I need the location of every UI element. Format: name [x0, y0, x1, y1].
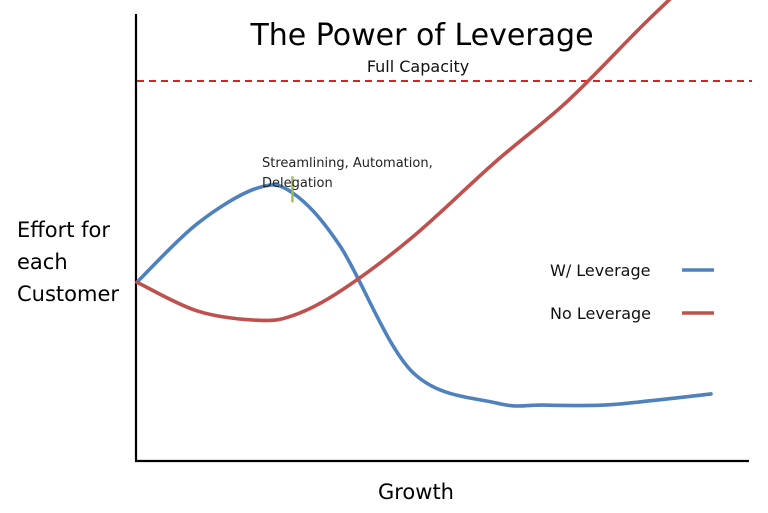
- full-capacity-label: Full Capacity: [367, 57, 469, 76]
- y-axis-label-line-2: each: [17, 250, 68, 274]
- series-no-leverage-line: [135, 0, 672, 323]
- y-axis-label-line-1: Effort for: [17, 218, 110, 242]
- series-w-leverage-line: [135, 183, 713, 408]
- annotation-text-line-1: Streamlining, Automation,: [262, 156, 433, 171]
- x-axis-label: Growth: [378, 480, 454, 504]
- chart-title: The Power of Leverage: [249, 18, 593, 53]
- legend-label-no-leverage: No Leverage: [550, 304, 651, 323]
- legend: W/ Leverage No Leverage: [550, 261, 714, 323]
- legend-label-w-leverage: W/ Leverage: [550, 261, 650, 280]
- annotation-text-line-2: Delegation: [262, 176, 333, 191]
- y-axis-label-line-3: Customer: [17, 282, 119, 306]
